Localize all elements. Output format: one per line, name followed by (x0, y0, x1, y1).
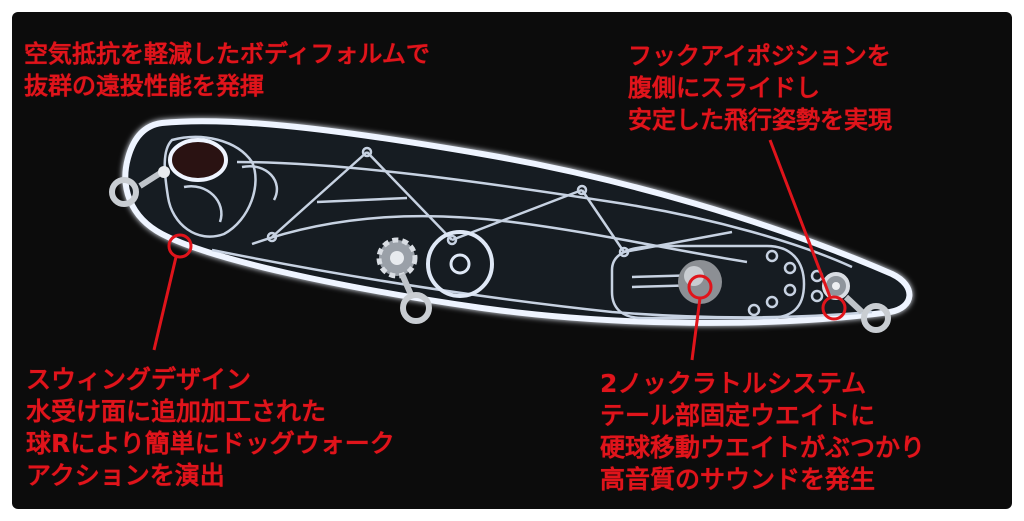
caption-line: 安定した飛行姿勢を実現 (628, 106, 892, 134)
caption-line: スウィングデザイン (26, 365, 252, 394)
leader-line-rattle (690, 297, 702, 361)
leader-line-swing-design (152, 256, 178, 351)
highlight-swing-design (167, 233, 193, 259)
center-weight (426, 230, 494, 298)
rattle-ball (678, 260, 722, 304)
caption-line: フックアイポジションを (628, 42, 891, 70)
caption-line: テール部固定ウエイトに (600, 401, 876, 430)
caption-swing-design: スウィングデザイン 水受け面に追加加工された 球Rにより簡単にドッグウォーク ア… (26, 364, 395, 492)
caption-line: 抜群の遠投性能を発揮 (24, 72, 264, 100)
caption-hook-eye-position: フックアイポジションを 腹側にスライドし 安定した飛行姿勢を実現 (628, 40, 892, 136)
middle-hook-hanger (376, 237, 432, 324)
caption-line: 腹側にスライドし (628, 74, 820, 102)
caption-line: 空気抵抗を軽減したボディフォルムで (24, 40, 430, 68)
caption-body-form: 空気抵抗を軽減したボディフォルムで 抜群の遠投性能を発揮 (24, 38, 430, 102)
caption-rattle-system: 2ノックラトルシステム テール部固定ウエイトに 硬球移動ウエイトがぶつかり 高音… (600, 368, 925, 496)
caption-line: 高音質のサウンドを発生 (600, 465, 876, 494)
lure-internal-structure (163, 135, 873, 320)
caption-line: アクションを演出 (26, 461, 225, 490)
diagram-panel: 空気抵抗を軽減したボディフォルムで 抜群の遠投性能を発揮 フックアイポジションを… (12, 12, 1012, 509)
caption-line: 水受け面に追加加工された (26, 397, 327, 426)
nose-line-eye (109, 166, 170, 207)
highlight-hook-eye (821, 295, 847, 321)
caption-line: 硬球移動ウエイトがぶつかり (600, 433, 926, 462)
lure-eye-socket (168, 138, 228, 182)
lure-diagram (109, 118, 913, 361)
caption-line: 2ノックラトルシステム (600, 369, 867, 398)
caption-line: 球Rにより簡単にドッグウォーク (26, 429, 395, 458)
leader-line-hook-eye (768, 139, 832, 298)
